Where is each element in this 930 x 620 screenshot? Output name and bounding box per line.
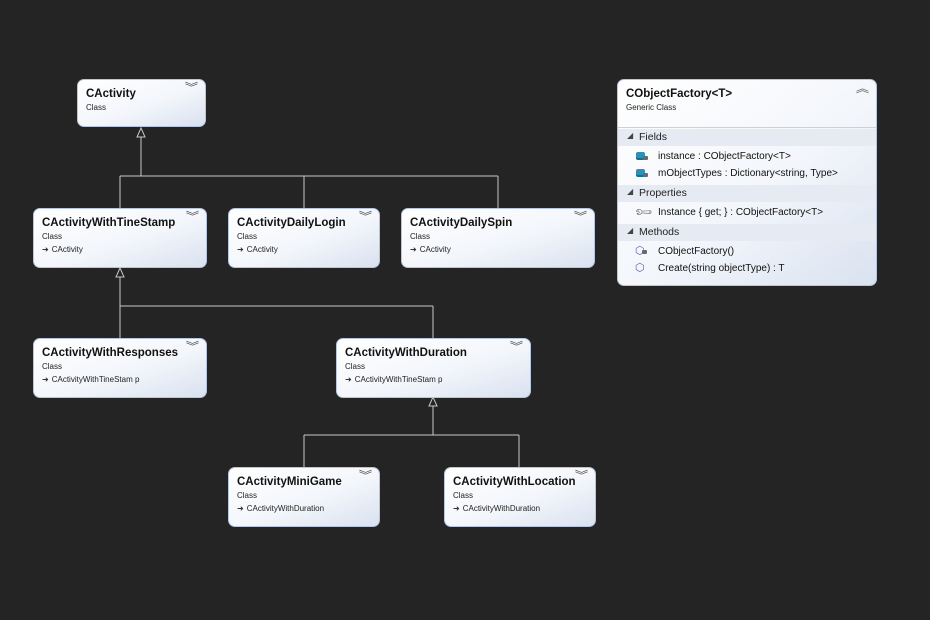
class-box-cactivity-with-duration[interactable]: CActivityWithDuration Class ➜CActivityWi…: [336, 338, 531, 398]
class-name: CActivityWithLocation: [453, 476, 576, 488]
base-class: ➜CActivityWithDuration: [237, 504, 325, 513]
expand-chevron-icon[interactable]: ︾: [185, 211, 200, 223]
collapse-triangle-icon[interactable]: ◢: [627, 187, 634, 196]
class-box-cactivity[interactable]: CActivity Class ︾: [77, 79, 206, 127]
expand-chevron-icon[interactable]: ︾: [573, 211, 588, 223]
expand-chevron-icon[interactable]: ︾: [184, 82, 199, 94]
inherits-arrow-icon: ➜: [42, 245, 49, 254]
class-name: CActivityWithResponses: [42, 347, 179, 359]
class-box-cactivity-daily-login[interactable]: CActivityDailyLogin Class ➜CActivity ︾: [228, 208, 380, 268]
class-box-cactivity-mini-game[interactable]: CActivityMiniGame Class ➜CActivityWithDu…: [228, 467, 380, 527]
class-name: CActivityMiniGame: [237, 476, 342, 488]
expand-chevron-icon[interactable]: ︾: [185, 341, 200, 353]
field-member[interactable]: instance : CObjectFactory<T>: [618, 149, 876, 165]
class-name: CActivityDailySpin: [410, 217, 513, 229]
class-kind: Class: [42, 232, 63, 241]
class-name: CActivityWithTineStamp: [42, 217, 176, 229]
inherits-arrow-icon: ➜: [453, 504, 460, 513]
collapse-triangle-icon[interactable]: ◢: [627, 131, 634, 140]
expand-chevron-icon[interactable]: ︾: [358, 470, 373, 482]
method-member[interactable]: ⬡ CObjectFactory(): [635, 245, 735, 257]
base-class: ➜CActivity: [42, 245, 83, 254]
expand-chevron-icon[interactable]: ︾: [358, 211, 373, 223]
method-member[interactable]: ⬡ Create(string objectType) : T: [635, 262, 785, 274]
class-box-cactivity-with-tinestamp[interactable]: CActivityWithTineStamp Class ➜CActivity …: [33, 208, 207, 268]
class-box-cactivity-daily-spin[interactable]: CActivityDailySpin Class ➜CActivity ︾: [401, 208, 595, 268]
class-kind: Generic Class: [626, 103, 677, 112]
class-box-cactivity-with-responses[interactable]: CActivityWithResponses Class ➜CActivityW…: [33, 338, 207, 398]
class-kind: Class: [42, 362, 63, 371]
inherits-arrow-icon: ➜: [345, 375, 352, 384]
class-kind: Class: [237, 491, 258, 500]
base-class: ➜CActivityWithDuration: [453, 504, 541, 513]
class-kind: Class: [410, 232, 431, 241]
class-box-cobject-factory[interactable]: CObjectFactory<T> Generic Class ︽ ◢ Fiel…: [617, 79, 877, 286]
inherits-arrow-icon: ➜: [410, 245, 417, 254]
field-lock-icon: [635, 150, 649, 162]
section-methods[interactable]: ◢ Methods: [618, 224, 876, 241]
expand-chevron-icon[interactable]: ︾: [509, 341, 524, 353]
collapse-triangle-icon[interactable]: ◢: [627, 226, 634, 235]
class-kind: Class: [86, 103, 107, 112]
class-name: CActivityWithDuration: [345, 347, 467, 359]
class-kind: Class: [345, 362, 366, 371]
section-fields[interactable]: ◢ Fields: [618, 129, 876, 146]
section-properties[interactable]: ◢ Properties: [618, 185, 876, 202]
inherits-arrow-icon: ➜: [237, 504, 244, 513]
class-box-cactivity-with-location[interactable]: CActivityWithLocation Class ➜CActivityWi…: [444, 467, 596, 527]
class-name: CActivity: [86, 88, 136, 100]
method-lock-icon: ⬡: [635, 245, 649, 257]
class-name: CObjectFactory<T>: [626, 88, 733, 100]
expand-chevron-icon[interactable]: ︾: [574, 470, 589, 482]
base-class: ➜CActivityWithTineStam p: [345, 375, 443, 384]
base-class: ➜CActivity: [410, 245, 451, 254]
inherits-arrow-icon: ➜: [42, 375, 49, 384]
method-icon: ⬡: [635, 262, 645, 274]
property-member[interactable]: 🔧︎ Instance { get; } : CObjectFactory<T>: [633, 201, 824, 223]
field-lock-icon: [635, 167, 649, 179]
base-class: ➜CActivityWithTineStam p: [42, 375, 140, 384]
wrench-icon: 🔧︎: [633, 201, 654, 223]
factory-header: CObjectFactory<T> Generic Class ︽: [618, 80, 876, 128]
class-name: CActivityDailyLogin: [237, 217, 346, 229]
class-kind: Class: [453, 491, 474, 500]
field-member[interactable]: mObjectTypes : Dictionary<string, Type>: [618, 166, 876, 182]
base-class: ➜CActivity: [237, 245, 278, 254]
class-kind: Class: [237, 232, 258, 241]
collapse-chevron-icon[interactable]: ︽: [855, 83, 870, 95]
inherits-arrow-icon: ➜: [237, 245, 244, 254]
